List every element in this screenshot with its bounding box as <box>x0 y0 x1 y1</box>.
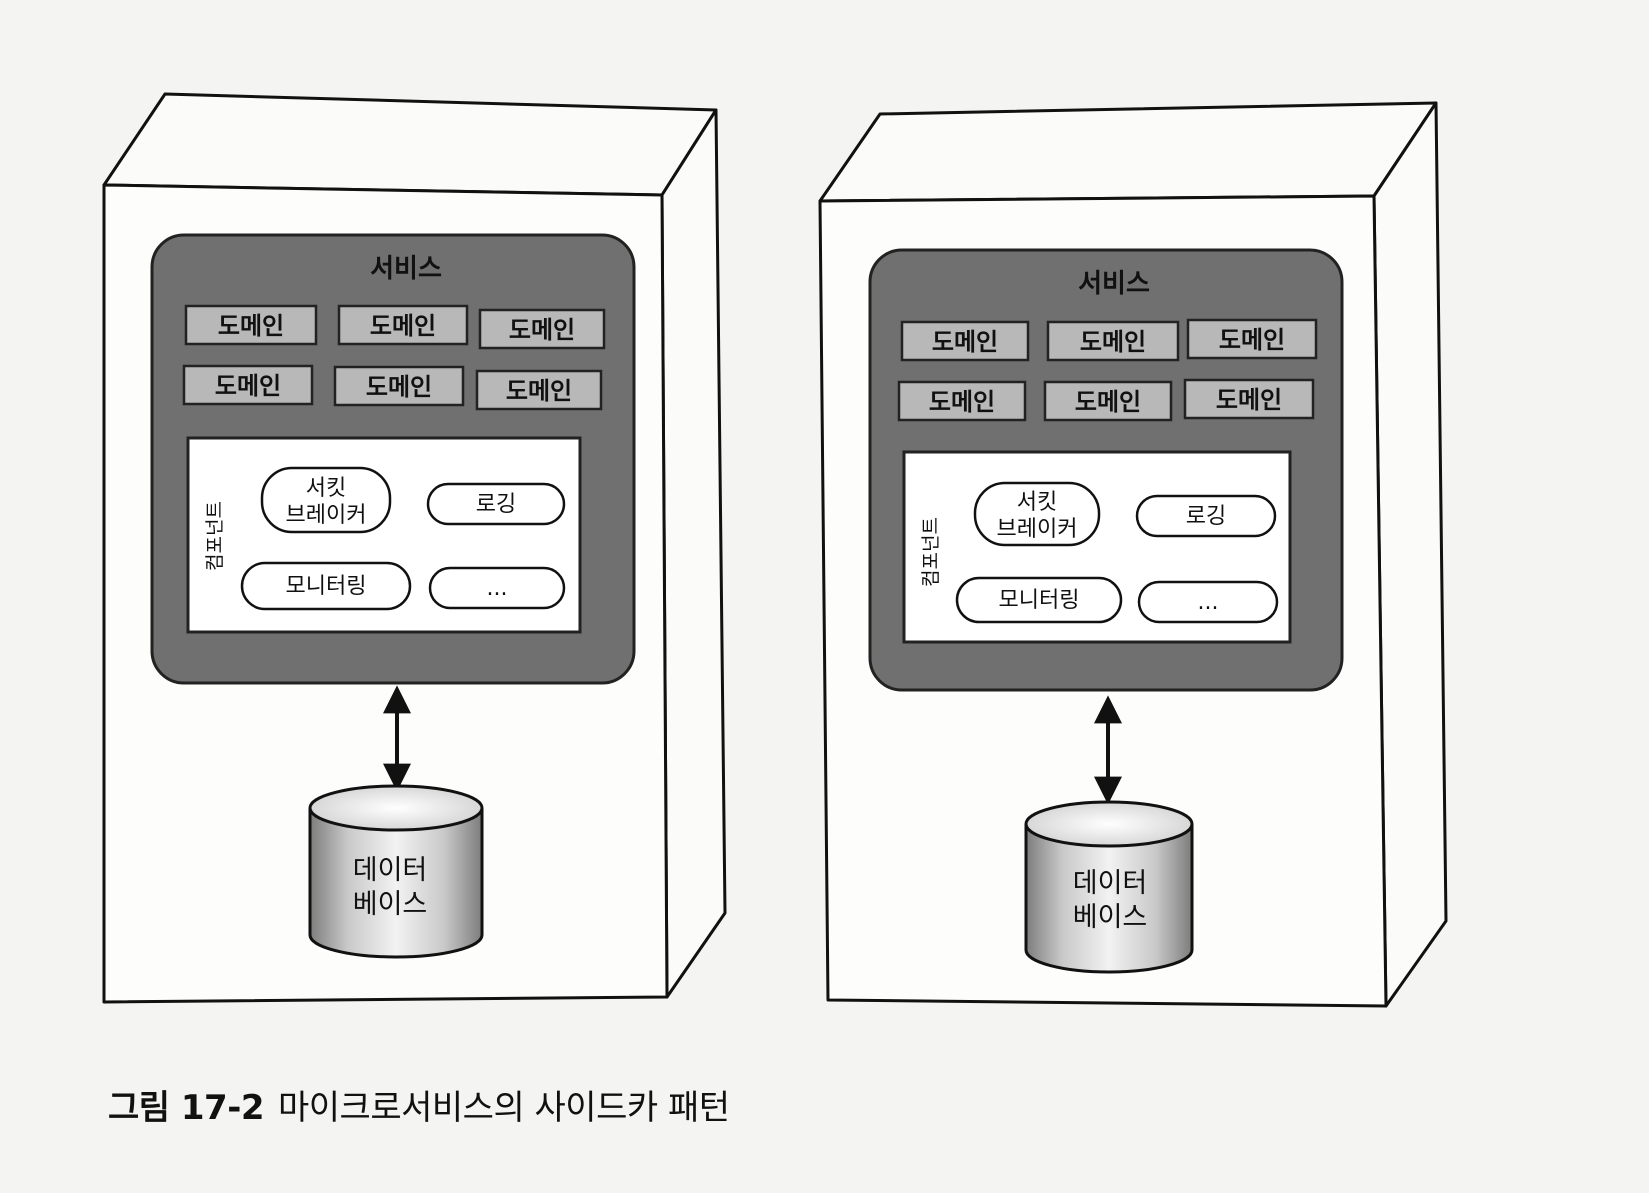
svg-text:도메인: 도메인 <box>509 316 575 344</box>
svg-text:도메인: 도메인 <box>215 372 281 400</box>
host-box-1: 서비스 도메인 도메인 도메인 도메인 도메인 도메인 컴포넌트 <box>102 92 727 1004</box>
svg-text:도메인: 도메인 <box>932 328 998 356</box>
svg-text:서킷: 서킷 <box>306 476 346 501</box>
component-pill: 서킷 브레이커 <box>973 481 1101 547</box>
components-label-1: 컴포넌트 <box>204 501 226 571</box>
svg-text:로깅: 로깅 <box>1186 504 1226 529</box>
component-pill: ... <box>428 566 566 610</box>
svg-text:도메인: 도메인 <box>1216 386 1282 414</box>
component-pill: 모니터링 <box>240 561 412 611</box>
svg-text:모니터링: 모니터링 <box>999 588 1080 613</box>
svg-text:도메인: 도메인 <box>370 312 436 340</box>
svg-text:도메인: 도메인 <box>1219 326 1285 354</box>
domain-chip: 도메인 <box>1186 318 1318 360</box>
svg-text:...: ... <box>487 576 508 601</box>
figure-caption-text: 마이크로서비스의 사이드카 패턴 <box>277 1088 730 1128</box>
svg-text:데이터: 데이터 <box>1073 868 1148 899</box>
host-1-top-face <box>102 92 718 197</box>
svg-text:데이터: 데이터 <box>353 855 428 886</box>
svg-text:도메인: 도메인 <box>218 312 284 340</box>
svg-text:서킷: 서킷 <box>1017 490 1057 515</box>
domain-chip: 도메인 <box>1183 378 1315 420</box>
domain-chip: 도메인 <box>184 304 318 346</box>
domain-chip: 도메인 <box>900 320 1030 362</box>
domain-chip: 도메인 <box>478 308 606 350</box>
domain-chip: 도메인 <box>897 380 1027 422</box>
domain-chip: 도메인 <box>333 365 465 407</box>
domain-chip: 도메인 <box>182 364 314 406</box>
domain-chip: 도메인 <box>337 304 469 346</box>
svg-text:도메인: 도메인 <box>929 388 995 416</box>
svg-text:베이스: 베이스 <box>1073 902 1148 933</box>
domain-chip: 도메인 <box>1046 320 1180 362</box>
svg-text:도메인: 도메인 <box>506 377 572 405</box>
component-pill: 모니터링 <box>955 576 1123 624</box>
component-pill: ... <box>1137 580 1279 624</box>
host-1-side-face <box>660 108 727 999</box>
svg-text:로깅: 로깅 <box>476 492 516 517</box>
component-pill: 서킷 브레이커 <box>260 466 392 534</box>
database-cylinder-2: 데이터 베이스 <box>1024 800 1194 974</box>
svg-text:도메인: 도메인 <box>1075 388 1141 416</box>
host-2-top-face <box>818 101 1438 203</box>
database-cylinder-1: 데이터 베이스 <box>308 784 484 959</box>
domain-chip: 도메인 <box>475 369 603 411</box>
component-pill: 로깅 <box>426 482 566 526</box>
components-label-2: 컴포넌트 <box>920 517 942 587</box>
service-title-1: 서비스 <box>370 254 442 284</box>
svg-text:...: ... <box>1198 590 1219 615</box>
figure-caption-label: 그림 17-2 <box>108 1088 264 1128</box>
svg-text:모니터링: 모니터링 <box>286 574 367 599</box>
figure-caption: 그림 17-2 마이크로서비스의 사이드카 패턴 <box>108 1080 730 1129</box>
svg-text:브레이커: 브레이커 <box>286 503 367 528</box>
service-title-2: 서비스 <box>1078 269 1150 299</box>
svg-text:도메인: 도메인 <box>366 373 432 401</box>
svg-text:베이스: 베이스 <box>353 889 428 920</box>
svg-text:브레이커: 브레이커 <box>997 517 1078 542</box>
domain-chip: 도메인 <box>1043 380 1173 422</box>
host-box-2: 서비스 도메인 도메인 도메인 도메인 도메인 도메인 컴포넌트 <box>818 101 1448 1008</box>
component-pill: 로깅 <box>1135 494 1277 538</box>
svg-text:도메인: 도메인 <box>1080 328 1146 356</box>
